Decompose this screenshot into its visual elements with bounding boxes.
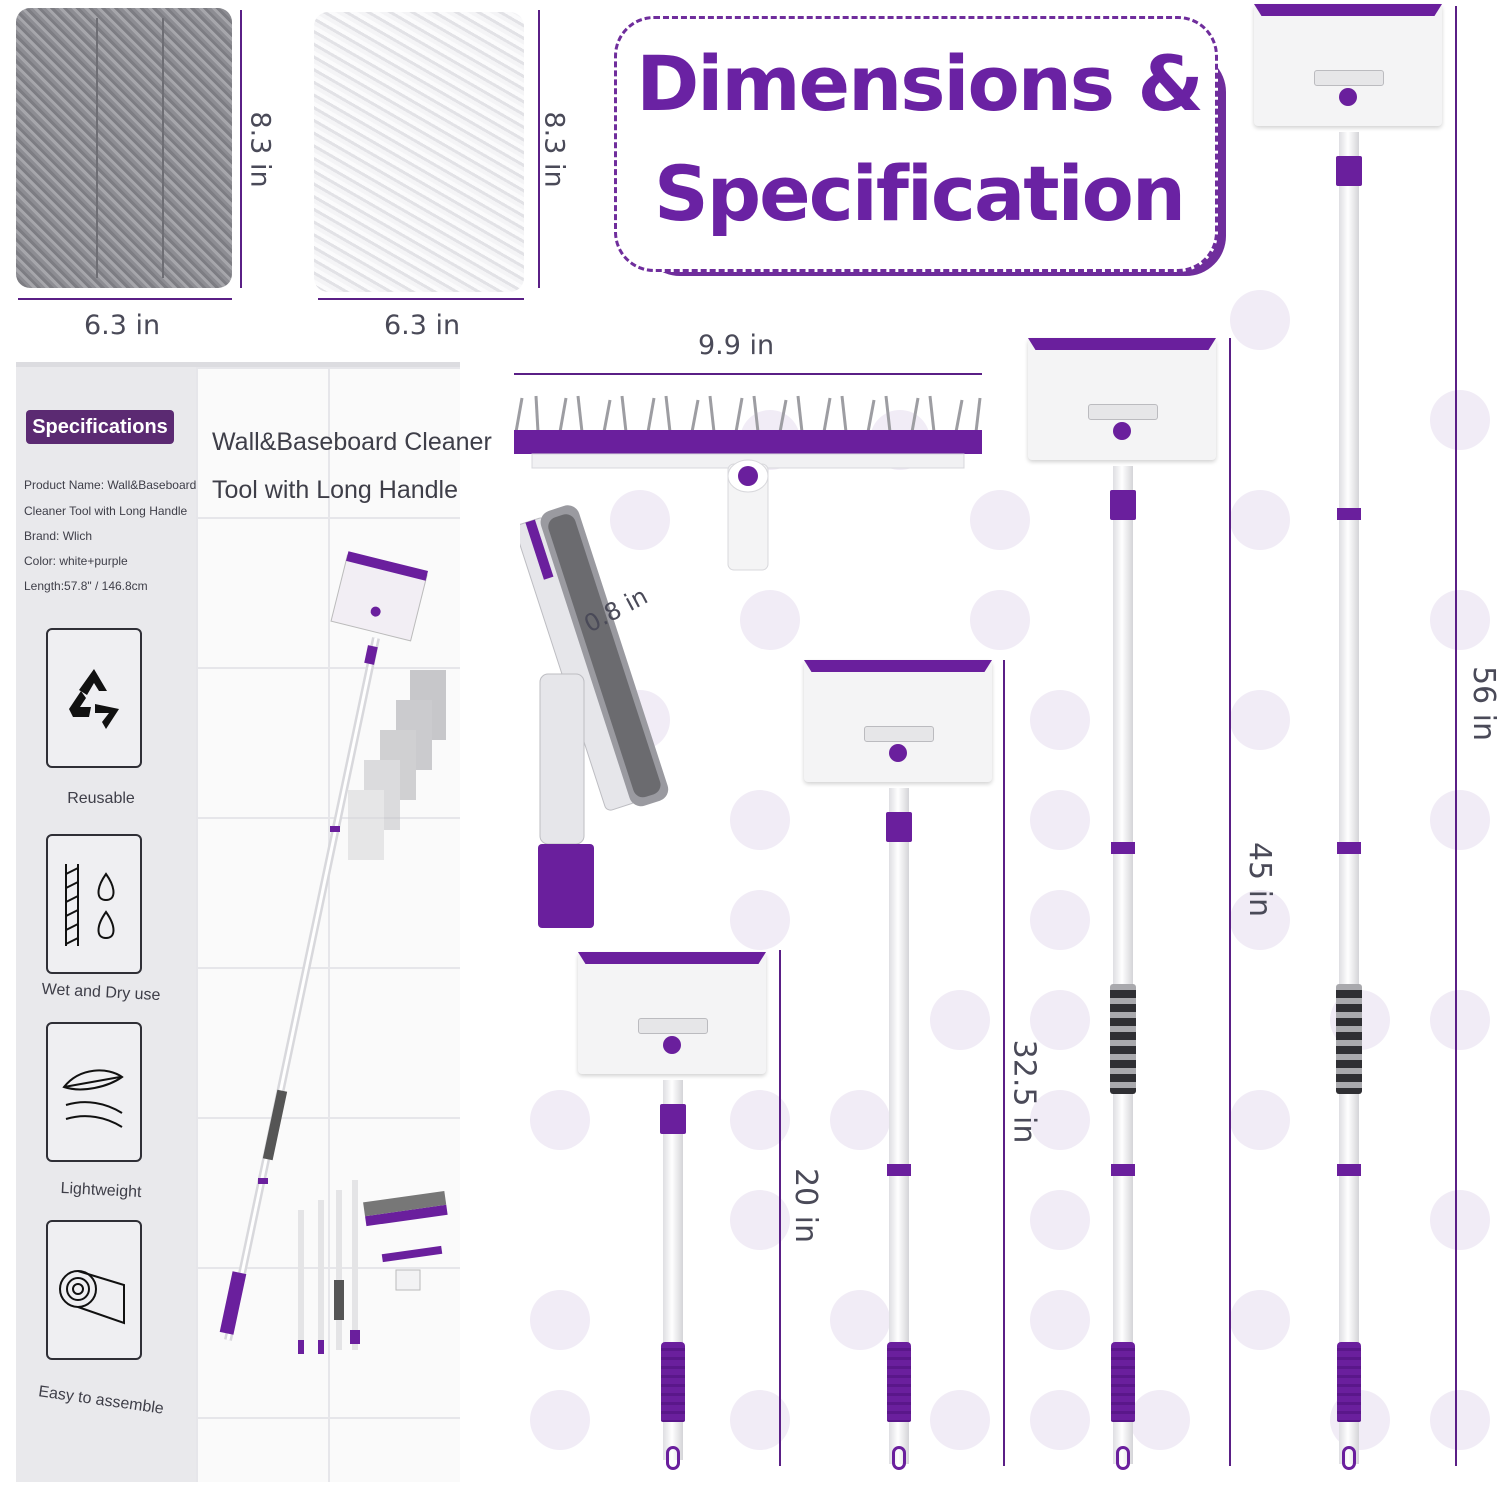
pole-1-handle	[661, 1342, 685, 1422]
specifications-badge: Specifications	[26, 410, 174, 444]
title-box: Dimensions & Specification	[614, 16, 1218, 272]
pad-grey-width-label: 6.3 in	[84, 310, 161, 341]
pole-1-hang-loop	[666, 1446, 680, 1470]
spec-line: Length:57.8" / 146.8cm	[24, 579, 148, 593]
pad-white-height-label: 8.3 in	[538, 111, 570, 188]
pole-3-dim-line	[1229, 338, 1231, 1466]
pole-3-length-label: 45 in	[1242, 841, 1278, 918]
pole-1-head	[578, 952, 766, 1074]
pole-2-joint	[887, 1164, 911, 1176]
pole-3-handle	[1111, 1342, 1135, 1422]
feature-frame	[46, 1022, 142, 1162]
pad-white-width-line	[318, 298, 524, 300]
title-line-2: Specification	[654, 149, 1186, 238]
spec-line: Brand: Wlich	[24, 529, 93, 543]
pole-4-length-label: 56 in	[1466, 665, 1500, 742]
product-box-side	[196, 367, 460, 1482]
brush-width-line	[514, 373, 982, 375]
feature-frame	[46, 1220, 142, 1360]
pole-3-head	[1028, 338, 1216, 460]
pad-grey-width-line	[18, 298, 232, 300]
pad-holder-side-view	[520, 505, 669, 928]
title-line-1: Dimensions &	[636, 39, 1204, 128]
pad-grey-height-line	[240, 10, 242, 288]
scrub-brush-head	[514, 395, 982, 571]
pole-3-hang-loop	[1116, 1446, 1130, 1470]
spec-line: Cleaner Tool with Long Handle	[24, 504, 188, 518]
pole-1-dim-line	[779, 950, 781, 1466]
pole-3-shaft	[1113, 466, 1133, 1464]
pole-4-head	[1254, 4, 1442, 126]
box-side-title-line-2: Tool with Long Handle	[212, 476, 458, 504]
feature-frame	[46, 834, 142, 974]
roll-icon	[59, 1270, 125, 1325]
brush-width-label: 9.9 in	[698, 330, 775, 361]
pole-4-dim-line	[1455, 6, 1457, 1466]
pad-grey-height-label: 8.3 in	[244, 111, 276, 188]
pole-2-head	[804, 660, 992, 782]
pole-4-handle	[1337, 1342, 1361, 1422]
pole-1-length-label: 20 in	[788, 1167, 824, 1244]
recycle-icon	[69, 669, 119, 729]
pole-4-shaft	[1339, 132, 1359, 1464]
pole-4-joint	[1337, 842, 1361, 854]
feature-frame	[46, 628, 142, 768]
microfiber-pad-grey	[16, 8, 232, 288]
box-mop-illustration	[219, 551, 448, 1354]
box-side-title-line-1: Wall&Baseboard Cleaner	[212, 428, 492, 456]
wet-dry-icon	[65, 864, 115, 946]
pad-white-width-label: 6.3 in	[384, 310, 461, 341]
pole-2-collar	[886, 812, 912, 842]
pole-3-joint	[1111, 1164, 1135, 1176]
scrub-pad-white	[314, 12, 524, 292]
pole-2-handle	[887, 1342, 911, 1422]
spec-line: Color: white+purple	[24, 554, 128, 568]
pad-white-height-line	[538, 10, 540, 288]
pole-4-joint	[1337, 1164, 1361, 1176]
box-top-edge	[16, 362, 460, 368]
pole-3-collar	[1110, 490, 1136, 520]
pole-3-joint	[1111, 842, 1135, 854]
pole-2-dim-line	[1003, 660, 1005, 1466]
pole-2-length-label: 32.5 in	[1006, 1039, 1042, 1144]
pole-1-collar	[660, 1104, 686, 1134]
pole-4-joint	[1337, 508, 1361, 520]
pole-4-hang-loop	[1342, 1446, 1356, 1470]
pole-4-grip	[1336, 984, 1362, 1094]
feature-label-reusable: Reusable	[67, 790, 135, 807]
spec-line: Product Name: Wall&Baseboard	[24, 478, 197, 492]
pole-2-hang-loop	[892, 1446, 906, 1470]
pole-3-grip	[1110, 984, 1136, 1094]
pole-4-collar	[1336, 156, 1362, 186]
feather-icon	[62, 1069, 124, 1128]
pole-2-shaft	[889, 788, 909, 1464]
